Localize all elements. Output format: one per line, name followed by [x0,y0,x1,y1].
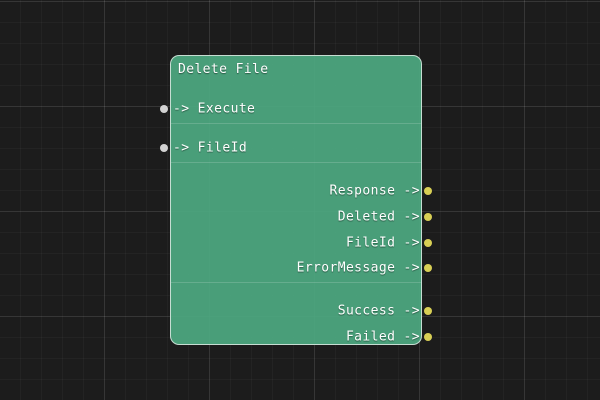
exec-output-pin-icon-failed[interactable] [424,332,432,341]
data-input-pin-icon[interactable] [160,144,168,152]
data-output-pin-icon-fileid[interactable] [424,238,432,247]
data-output-pin-icon-deleted[interactable] [424,212,432,221]
node-row-input-execute[interactable]: -> Execute [160,95,421,124]
node-row-output-failed[interactable]: Failed -> [171,322,432,351]
input-label-execute: -> Execute [173,101,256,117]
output-label-errormessage: ErrorMessage -> [296,260,420,276]
node-delete-file[interactable]: Delete File -> Execute -> FileId Respons… [160,55,432,345]
output-label-failed: Failed -> [345,329,420,344]
node-row-output-errormessage[interactable]: ErrorMessage -> [171,254,432,283]
node-row-output-fileid[interactable]: FileId -> [171,228,432,257]
data-output-pin-icon-errormessage[interactable] [424,264,432,272]
exec-output-pin-icon-success[interactable] [424,306,432,315]
node-row-output-deleted[interactable]: Deleted -> [171,202,432,231]
input-label-fileid: -> FileId [173,140,248,156]
data-output-pin-icon-response[interactable] [424,186,432,195]
node-row-input-fileid[interactable]: -> FileId [160,134,421,163]
node-row-output-success[interactable]: Success -> [171,296,432,325]
output-label-success: Success -> [337,303,420,318]
output-label-response: Response -> [329,183,420,198]
output-label-fileid: FileId -> [345,235,420,250]
node-title: Delete File [178,62,269,77]
exec-input-pin-icon[interactable] [160,105,168,113]
output-label-deleted: Deleted -> [337,209,420,224]
node-row-output-response[interactable]: Response -> [171,176,432,205]
